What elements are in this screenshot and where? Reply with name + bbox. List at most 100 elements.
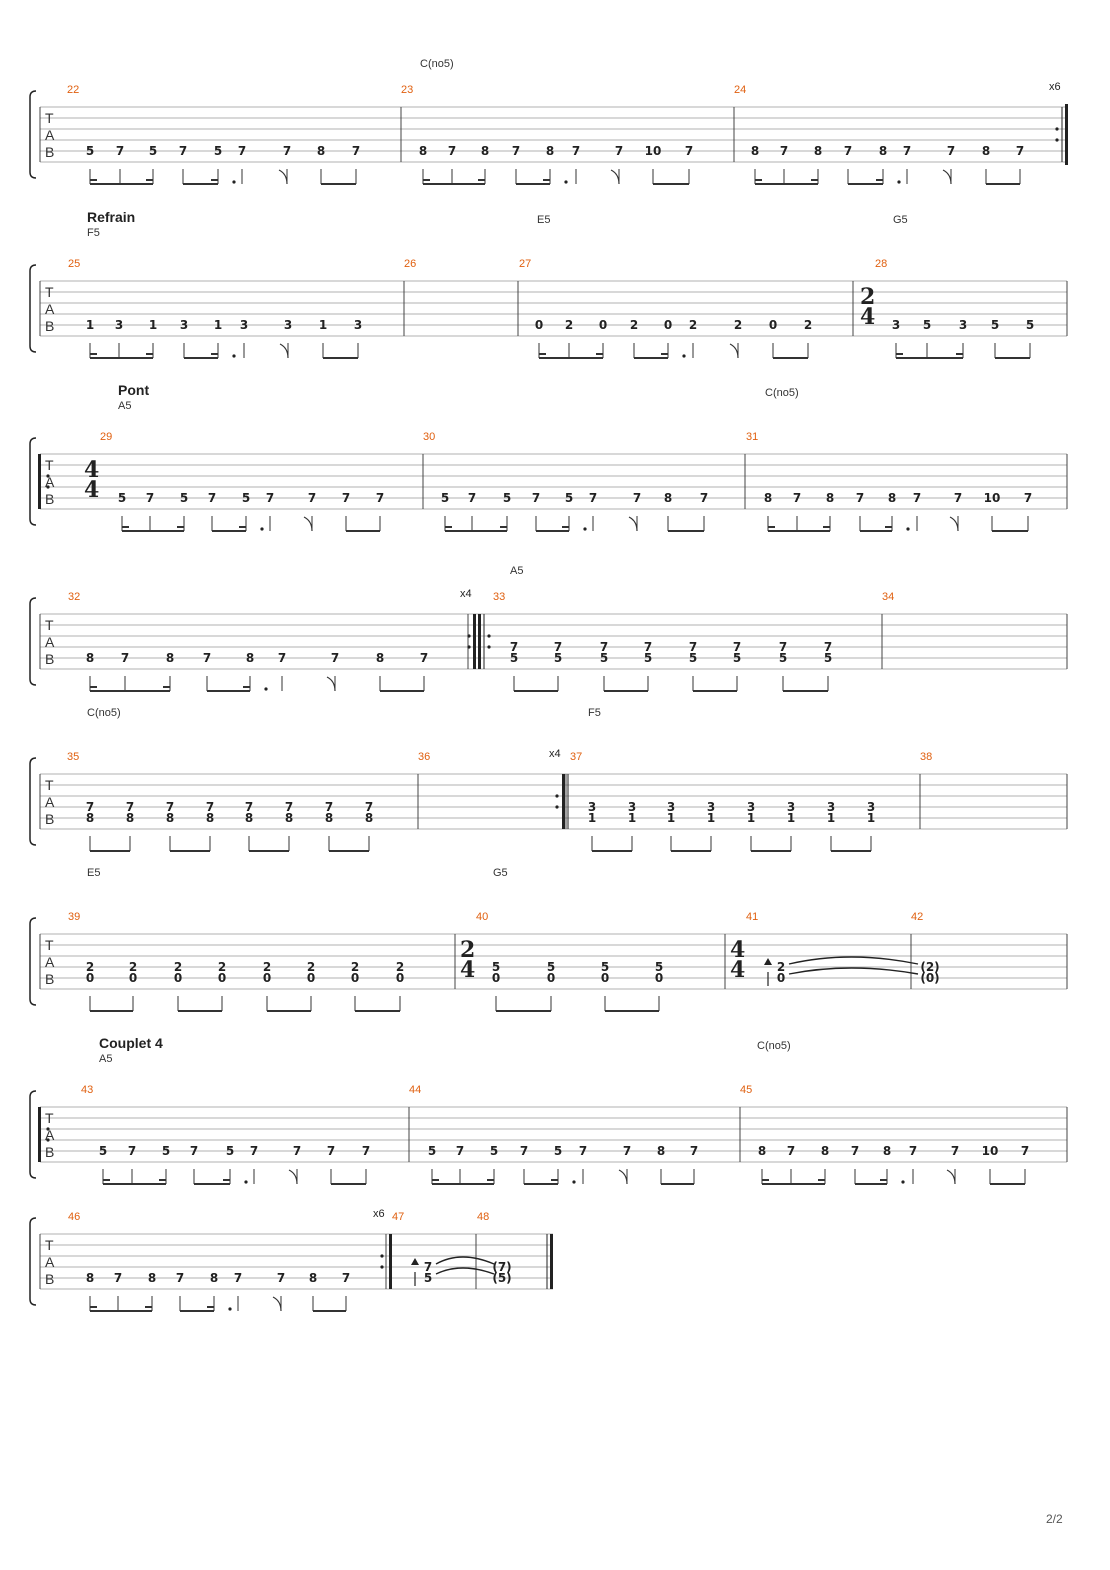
- fret-number: 7: [293, 1144, 301, 1158]
- tab-clef-letter: B: [45, 1144, 54, 1160]
- fret-number: 7: [913, 491, 921, 505]
- fret-number: (0): [920, 971, 939, 985]
- fret-number: 5: [510, 651, 518, 665]
- fret-number: 8: [758, 1144, 766, 1158]
- fret-number: 7: [376, 491, 384, 505]
- fret-number: 7: [420, 651, 428, 665]
- fret-number: 5: [118, 491, 126, 505]
- fret-number: 7: [176, 1271, 184, 1285]
- fret-number: 7: [114, 1271, 122, 1285]
- fret-number: 7: [685, 144, 693, 158]
- fret-number: 7: [126, 800, 134, 814]
- tab-clef-letter: B: [45, 318, 54, 334]
- dot: [901, 1180, 905, 1184]
- fret-number: 7: [600, 640, 608, 654]
- measure-number: 30: [423, 431, 435, 443]
- time-signature-top: 4: [730, 937, 745, 963]
- repeat-end-bar: [562, 774, 565, 829]
- fret-number: (7): [492, 1260, 511, 1274]
- tab-clef-letter: A: [45, 127, 55, 143]
- measure-number: 28: [875, 258, 887, 270]
- fret-number: 8: [86, 651, 94, 665]
- fret-number: 8: [546, 144, 554, 158]
- fret-number: 1: [867, 811, 875, 825]
- fret-number: 3: [827, 800, 835, 814]
- fret-number: 8: [481, 144, 489, 158]
- fret-number: 0: [351, 971, 359, 985]
- flag: [278, 169, 288, 185]
- page-number: 2/2: [1046, 1512, 1063, 1526]
- fret-number: 1: [86, 318, 94, 332]
- fret-number: 3: [667, 800, 675, 814]
- fret-number: 7: [689, 640, 697, 654]
- fret-number: 8: [317, 144, 325, 158]
- fret-number: 0: [601, 971, 609, 985]
- measure-number: 36: [418, 751, 430, 763]
- fret-number: 8: [166, 651, 174, 665]
- repeat-end-bar: [389, 1234, 392, 1289]
- fret-number: 8: [419, 144, 427, 158]
- fret-number: 7: [787, 1144, 795, 1158]
- repeat-dot: [46, 474, 50, 478]
- fret-number: 0: [599, 318, 607, 332]
- fret-number: 7: [342, 491, 350, 505]
- fret-number: 2: [174, 960, 182, 974]
- fret-number: 3: [867, 800, 875, 814]
- fret-number: 3: [588, 800, 596, 814]
- fret-number: 7: [1021, 1144, 1029, 1158]
- flag: [326, 676, 336, 692]
- fret-number: 8: [879, 144, 887, 158]
- fret-number: 0: [218, 971, 226, 985]
- fret-number: 7: [733, 640, 741, 654]
- chord-name: G5: [893, 214, 908, 226]
- fret-number: 5: [86, 144, 94, 158]
- repeat-count: x6: [373, 1208, 385, 1220]
- fret-number: 3: [628, 800, 636, 814]
- fret-number: 7: [844, 144, 852, 158]
- measure-number: 37: [570, 751, 582, 763]
- measure-number: 39: [68, 911, 80, 923]
- fret-number: 2: [689, 318, 697, 332]
- fret-number: 1: [827, 811, 835, 825]
- fret-number: 5: [242, 491, 250, 505]
- chord-name: C(no5): [87, 707, 121, 719]
- fret-number: 7: [208, 491, 216, 505]
- fret-number: 7: [954, 491, 962, 505]
- fret-number: 7: [86, 800, 94, 814]
- fret-number: 8: [764, 491, 772, 505]
- system-bracket: [29, 90, 37, 179]
- fret-number: 5: [923, 318, 931, 332]
- fret-number: 2: [351, 960, 359, 974]
- time-signature-bottom: 4: [460, 957, 475, 983]
- time-signature-bottom: 4: [860, 304, 875, 330]
- flag: [272, 1296, 282, 1312]
- fret-number: 2: [734, 318, 742, 332]
- system-bracket: [29, 757, 37, 846]
- measure-number: 40: [476, 911, 488, 923]
- system-bracket: [29, 437, 37, 526]
- measure-number: 26: [404, 258, 416, 270]
- fret-number: 5: [600, 651, 608, 665]
- tie: [788, 956, 919, 965]
- fret-number: 0: [655, 971, 663, 985]
- fret-number: 2: [86, 960, 94, 974]
- fret-number: 3: [747, 800, 755, 814]
- time-signature-top: 2: [460, 937, 475, 963]
- tab-clef-letter: A: [45, 474, 55, 490]
- fret-number: 7: [146, 491, 154, 505]
- measure-number: 47: [392, 1211, 404, 1223]
- tab-clef-letter: T: [45, 1237, 54, 1253]
- tab-clef-letter: T: [45, 457, 54, 473]
- fret-number: 2: [804, 318, 812, 332]
- fret-number: 7: [909, 1144, 917, 1158]
- measure-number: 33: [493, 591, 505, 603]
- fret-number: 3: [354, 318, 362, 332]
- fret-number: 5: [644, 651, 652, 665]
- fret-number: 1: [628, 811, 636, 825]
- repeat-dot: [1055, 127, 1059, 131]
- fret-number: 5: [1026, 318, 1034, 332]
- time-signature-bottom: 4: [84, 477, 99, 503]
- chord-name: E5: [87, 867, 100, 879]
- fret-number: 8: [166, 811, 174, 825]
- repeat-count: x4: [460, 588, 472, 600]
